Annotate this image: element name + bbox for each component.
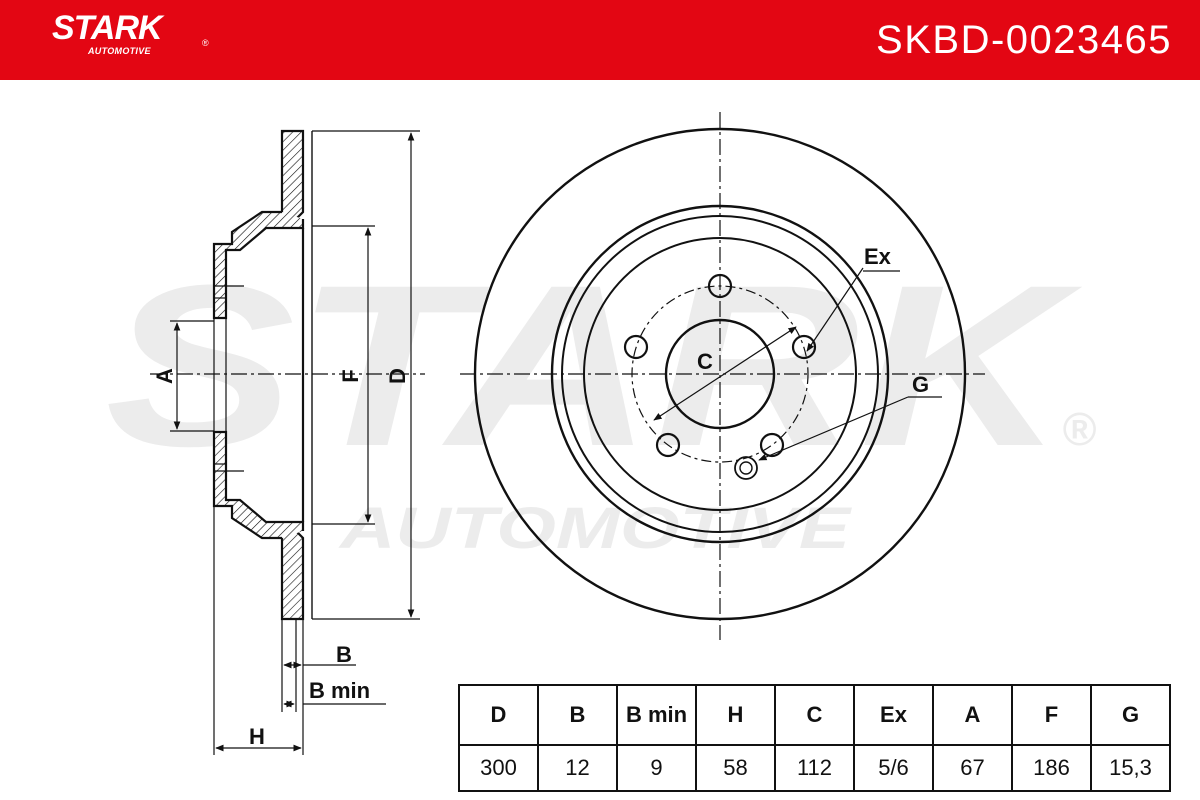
watermark-subtitle: AUTOMOTIVE xyxy=(337,496,853,561)
label-C: C xyxy=(697,349,713,374)
bolt-hole xyxy=(707,273,733,299)
spec-header: A xyxy=(932,684,1013,746)
part-number: SKBD-0023465 xyxy=(876,18,1172,62)
spec-header: B min xyxy=(616,684,697,746)
spec-header-row: D B B min H C Ex A F G xyxy=(458,684,1171,746)
hat-outer-circle xyxy=(561,215,879,533)
label-D: D xyxy=(385,368,410,384)
header-bar: STARK ® AUTOMOTIVE SKBD-0023465 xyxy=(0,0,1200,80)
side-view-dimensions xyxy=(170,130,420,755)
registered-mark: ® xyxy=(202,38,209,48)
label-G: G xyxy=(912,372,929,397)
stark-watermark: STARK AUTOMOTIVE ® xyxy=(105,237,1096,561)
spec-header: B xyxy=(537,684,618,746)
spec-header: F xyxy=(1011,684,1092,746)
spec-header: Ex xyxy=(853,684,934,746)
watermark-registered: ® xyxy=(1062,403,1096,455)
logo-brand: STARK xyxy=(52,9,163,47)
label-B-min: B min xyxy=(309,678,370,703)
watermark-brand: STARK xyxy=(105,237,1083,494)
spec-table: D B B min H C Ex A F G 300 12 9 58 112 5… xyxy=(458,684,1171,792)
stark-logo: STARK ® AUTOMOTIVE xyxy=(52,9,209,56)
bolt-hole xyxy=(655,432,681,458)
label-B: B xyxy=(336,642,352,667)
spec-value: 5/6 xyxy=(853,744,934,792)
label-A: A xyxy=(152,368,177,384)
side-view xyxy=(150,129,425,621)
front-view-labels: C Ex G xyxy=(697,244,929,397)
spec-value: 12 xyxy=(537,744,618,792)
outer-diameter-circle xyxy=(473,127,967,621)
spec-header: D xyxy=(458,684,539,746)
front-view xyxy=(460,112,985,640)
friction-inner-circle xyxy=(550,204,890,544)
label-Ex: Ex xyxy=(864,244,892,269)
hat-inner-circle xyxy=(583,237,857,511)
spec-value-row: 300 12 9 58 112 5/6 67 186 15,3 xyxy=(458,744,1171,792)
bolt-hole xyxy=(623,334,649,360)
label-H: H xyxy=(249,724,265,749)
spec-value: 67 xyxy=(932,744,1013,792)
label-F: F xyxy=(338,369,363,382)
locating-hole xyxy=(734,456,758,480)
spec-header: H xyxy=(695,684,776,746)
side-view-labels: A F D B B min H xyxy=(152,368,410,749)
spec-header: C xyxy=(774,684,855,746)
locating-hole-inner xyxy=(739,461,753,475)
spec-value: 58 xyxy=(695,744,776,792)
spec-value: 112 xyxy=(774,744,855,792)
spec-value: 15,3 xyxy=(1090,744,1171,792)
logo-subtitle: AUTOMOTIVE xyxy=(88,46,151,56)
spec-value: 186 xyxy=(1011,744,1092,792)
spec-value: 9 xyxy=(616,744,697,792)
spec-value: 300 xyxy=(458,744,539,792)
bolt-circle xyxy=(631,285,809,463)
bolt-hole xyxy=(759,432,785,458)
spec-header: G xyxy=(1090,684,1171,746)
